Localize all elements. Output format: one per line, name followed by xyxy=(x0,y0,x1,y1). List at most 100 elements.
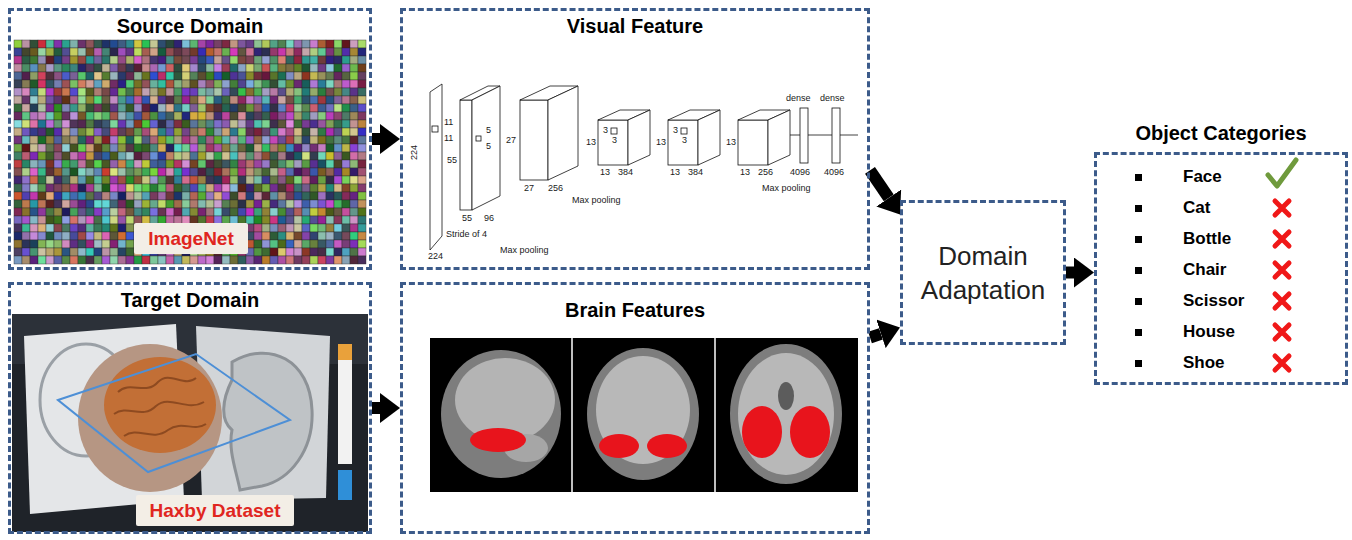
mosaic-tile xyxy=(246,80,254,88)
mosaic-tile xyxy=(86,176,94,184)
mosaic-tile xyxy=(286,112,294,120)
mosaic-tile xyxy=(110,64,118,72)
mosaic-tile xyxy=(94,88,102,96)
mosaic-tile xyxy=(222,112,230,120)
mosaic-tile xyxy=(310,216,318,224)
mosaic-tile xyxy=(334,152,342,160)
mosaic-tile xyxy=(278,192,286,200)
mosaic-tile xyxy=(238,80,246,88)
mosaic-tile xyxy=(294,136,302,144)
mosaic-tile xyxy=(38,48,46,56)
mosaic-tile xyxy=(150,192,158,200)
mosaic-tile xyxy=(198,56,206,64)
mosaic-tile xyxy=(350,56,358,64)
mosaic-tile xyxy=(198,136,206,144)
mosaic-tile xyxy=(310,200,318,208)
mosaic-tile xyxy=(214,184,222,192)
mosaic-tile xyxy=(318,168,326,176)
mosaic-tile xyxy=(214,128,222,136)
mosaic-tile xyxy=(286,256,294,264)
category-item: Scissor xyxy=(1183,291,1244,311)
mosaic-tile xyxy=(102,240,110,248)
mosaic-tile xyxy=(246,200,254,208)
mosaic-tile xyxy=(222,40,230,48)
input-plane xyxy=(430,84,442,250)
mosaic-tile xyxy=(342,80,350,88)
mosaic-tile xyxy=(70,128,78,136)
mosaic-tile xyxy=(286,104,294,112)
mosaic-tile xyxy=(286,144,294,152)
mosaic-tile xyxy=(254,88,262,96)
mosaic-tile xyxy=(342,64,350,72)
mosaic-tile xyxy=(166,128,174,136)
mosaic-tile xyxy=(326,120,334,128)
mosaic-tile xyxy=(270,48,278,56)
mosaic-tile xyxy=(142,56,150,64)
mosaic-tile xyxy=(342,128,350,136)
mosaic-tile xyxy=(78,232,86,240)
mosaic-tile xyxy=(102,152,110,160)
mosaic-tile xyxy=(174,128,182,136)
mosaic-tile xyxy=(198,192,206,200)
mosaic-tile xyxy=(30,216,38,224)
mosaic-tile xyxy=(326,72,334,80)
mosaic-tile xyxy=(158,136,166,144)
mosaic-tile xyxy=(262,232,270,240)
mosaic-tile xyxy=(70,224,78,232)
mosaic-tile xyxy=(358,256,366,264)
mosaic-tile xyxy=(246,152,254,160)
mosaic-tile xyxy=(350,80,358,88)
mosaic-tile xyxy=(318,80,326,88)
mosaic-tile xyxy=(206,176,214,184)
dataset-tag: Haxby Dataset xyxy=(136,495,295,526)
mosaic-tile xyxy=(102,216,110,224)
mosaic-tile xyxy=(198,96,206,104)
mosaic-tile xyxy=(142,256,150,264)
mosaic-tile xyxy=(262,120,270,128)
mosaic-tile xyxy=(318,48,326,56)
process-label: Domain Adaptation xyxy=(913,239,1053,307)
mosaic-tile xyxy=(134,200,142,208)
mosaic-tile xyxy=(150,152,158,160)
mosaic-tile xyxy=(70,216,78,224)
mosaic-tile xyxy=(126,256,134,264)
mosaic-tile xyxy=(206,128,214,136)
mosaic-tile xyxy=(110,184,118,192)
mosaic-tile xyxy=(270,120,278,128)
mosaic-tile xyxy=(286,224,294,232)
mosaic-tile xyxy=(294,88,302,96)
mosaic-tile xyxy=(102,88,110,96)
mosaic-tile xyxy=(182,176,190,184)
mosaic-tile xyxy=(294,64,302,72)
mosaic-tile xyxy=(302,232,310,240)
mosaic-tile xyxy=(262,112,270,120)
mosaic-tile xyxy=(30,144,38,152)
mosaic-tile xyxy=(46,224,54,232)
photo-ground xyxy=(12,314,368,532)
mosaic-tile xyxy=(118,104,126,112)
mosaic-tile xyxy=(270,72,278,80)
mosaic-tile xyxy=(254,184,262,192)
coronal-brain xyxy=(596,356,690,464)
mosaic-tile xyxy=(286,64,294,72)
mosaic-tile xyxy=(214,208,222,216)
mosaic-tile xyxy=(190,160,198,168)
mosaic-tile xyxy=(46,104,54,112)
mosaic-tile xyxy=(14,208,22,216)
mosaic-tile xyxy=(214,104,222,112)
mosaic-tile xyxy=(142,72,150,80)
mosaic-tile xyxy=(14,216,22,224)
mosaic-tile xyxy=(46,40,54,48)
mosaic-tile xyxy=(350,152,358,160)
mosaic-tile xyxy=(78,136,86,144)
mosaic-tile xyxy=(262,136,270,144)
mosaic-tile xyxy=(22,168,30,176)
mosaic-tile xyxy=(294,96,302,104)
mosaic-tile xyxy=(222,56,230,64)
layer-dimension: 13 xyxy=(656,138,666,147)
mosaic-tile xyxy=(182,136,190,144)
mosaic-tile xyxy=(270,232,278,240)
mosaic-tile xyxy=(30,80,38,88)
mosaic-tile xyxy=(206,72,214,80)
mosaic-tile xyxy=(278,104,286,112)
